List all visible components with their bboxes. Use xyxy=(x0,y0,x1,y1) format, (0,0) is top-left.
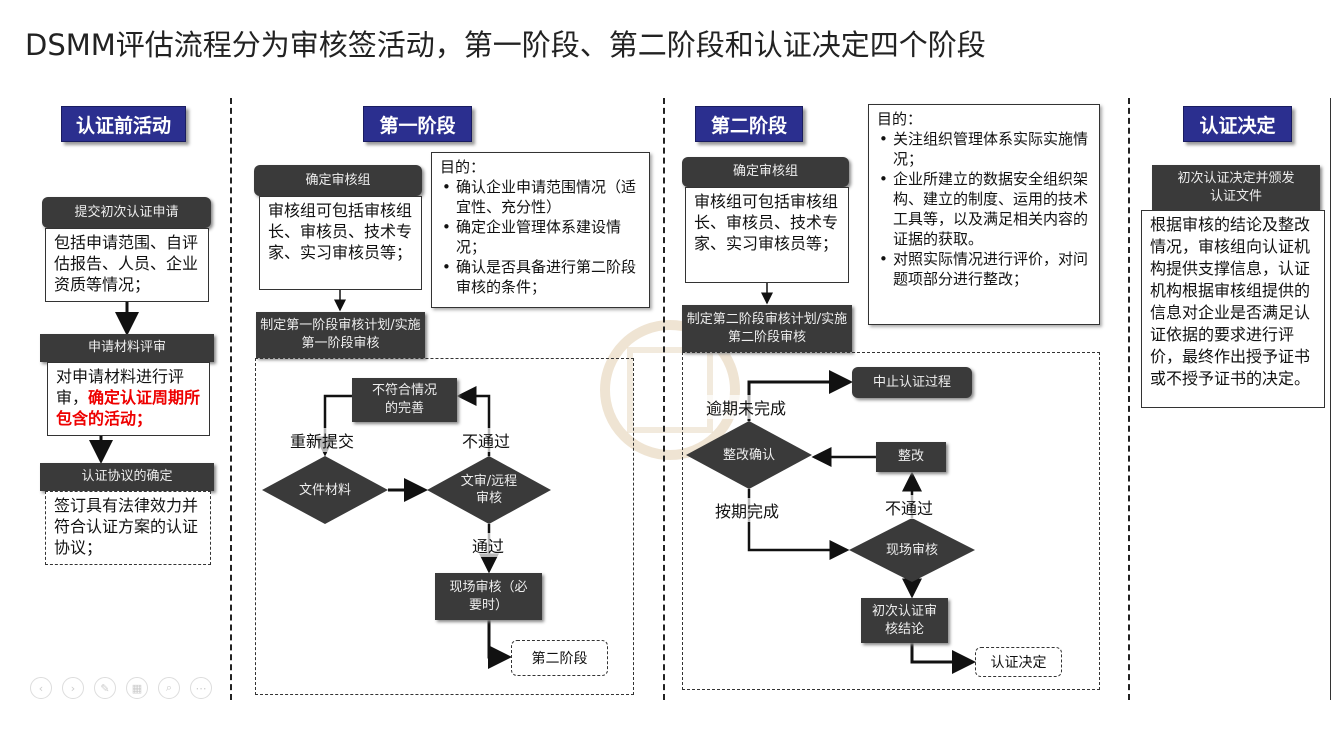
purpose-item: 确定企业管理体系建设情况； xyxy=(440,217,641,257)
more-icon[interactable]: ⋯ xyxy=(190,677,212,699)
stage2-team-body: 审核组可包括审核组长、审核员、技术专家、实习审核员等； xyxy=(685,187,849,283)
step-submit-application-body: 包括申请范围、自评估报告、人员、企业资质等情况； xyxy=(45,228,209,302)
stage2-purpose: 目的： 关注组织管理体系实际实施情况；企业所建立的数据安全组织架构、建立的制度、… xyxy=(868,104,1100,325)
label-ontime: 按期完成 xyxy=(715,498,780,522)
step-agreement: 认证协议的确定 xyxy=(40,463,214,491)
header-stage2: 第二阶段 xyxy=(695,106,803,142)
stage2-flow-container xyxy=(682,352,1100,690)
page-title: DSMM评估流程分为审核签活动，第一阶段、第二阶段和认证决定四个阶段 xyxy=(25,28,986,62)
stage1-plan: 制定第一阶段审核计划/实施第一阶段审核 xyxy=(256,312,425,358)
purpose-item: 确认是否具备进行第二阶段审核的条件； xyxy=(440,257,641,297)
pen-icon[interactable]: ✎ xyxy=(94,677,116,699)
step-material-review-body: 对申请材料进行评审，确定认证周期所包含的活动； xyxy=(47,362,210,436)
step-agreement-body: 签订具有法律效力并符合认证方案的认证协议； xyxy=(45,491,211,565)
divider xyxy=(663,98,665,700)
purpose-title: 目的： xyxy=(877,110,923,128)
prev-slide-icon[interactable]: ‹ xyxy=(30,677,52,699)
purpose-item: 对照实际情况进行评价，对问题项部分进行整改； xyxy=(877,249,1091,289)
decision-title: 初次认证决定并颁发认证文件 xyxy=(1152,165,1320,210)
decision-body: 根据审核的结论及整改情况，审核组向认证机构提供支撑信息，认证机构根据审核组提供的… xyxy=(1141,210,1325,408)
purpose-title: 目的： xyxy=(440,158,486,176)
purpose-item: 关注组织管理体系实际实施情况； xyxy=(877,129,1091,169)
review-label: 文审/远程审核 xyxy=(460,474,518,506)
label-fail: 不通过 xyxy=(885,495,934,519)
onsite-label: 现场审核 xyxy=(885,542,938,558)
header-decision: 认证决定 xyxy=(1183,106,1292,142)
label-pass: 通过 xyxy=(472,533,505,557)
step-material-review: 申请材料评审 xyxy=(40,334,214,362)
label-overdue: 逾期未完成 xyxy=(706,395,787,419)
review-highlight: 确定认证周期所包含的活动； xyxy=(56,388,201,428)
divider xyxy=(1330,98,1331,700)
label-fail: 不通过 xyxy=(462,428,511,452)
purpose-item: 确认企业申请范围情况（适宜性、充分性） xyxy=(440,177,641,217)
stage2-plan: 制定第二阶段审核计划/实施第二阶段审核 xyxy=(682,305,852,352)
stage2-suspend: 中止认证过程 xyxy=(852,367,972,398)
stage1-flow-container xyxy=(255,358,634,695)
label-resubmit: 重新提交 xyxy=(290,428,355,452)
stage1-team-title: 确定审核组 xyxy=(254,165,422,196)
stage1-onsite: 现场审核（必要时） xyxy=(435,573,542,620)
stage2-next: 认证决定 xyxy=(975,647,1062,677)
next-slide-icon[interactable]: › xyxy=(62,677,84,699)
watermark-seal-icon xyxy=(600,320,740,460)
docs-label: 文件材料 xyxy=(298,482,351,498)
header-stage1: 第一阶段 xyxy=(363,106,472,142)
stage1-docs-diamond: 文件材料 xyxy=(262,456,388,524)
header-pre-certification: 认证前活动 xyxy=(61,106,186,142)
stage1-nonconformity: 不符合情况的完善 xyxy=(352,378,457,422)
step-submit-application: 提交初次认证申请 xyxy=(42,197,211,228)
grid-icon[interactable]: ▦ xyxy=(126,677,148,699)
divider xyxy=(1128,98,1130,700)
stage2-confirm-diamond: 整改确认 xyxy=(686,421,812,489)
stage1-review-diamond: 文审/远程审核 xyxy=(427,456,551,524)
purpose-item: 企业所建立的数据安全组织架构、建立的制度、运用的技术工具等，以及满足相关内容的证… xyxy=(877,169,1091,249)
stage1-purpose: 目的： 确认企业申请范围情况（适宜性、充分性）确定企业管理体系建设情况；确认是否… xyxy=(431,152,650,308)
stage1-next: 第二阶段 xyxy=(511,640,608,676)
stage2-onsite-diamond: 现场审核 xyxy=(849,518,975,582)
review-text: 对申请材料进行评审， xyxy=(56,367,185,407)
stage2-rectify: 整改 xyxy=(876,442,946,472)
stage1-team-body: 审核组可包括审核组长、审核员、技术专家、实习审核员等； xyxy=(259,196,422,290)
stage2-team-title: 确定审核组 xyxy=(682,157,849,187)
zoom-icon[interactable]: ⌕ xyxy=(158,677,180,699)
stage2-conclusion: 初次认证审核结论 xyxy=(861,598,948,643)
divider xyxy=(230,98,232,700)
confirm-label: 整改确认 xyxy=(722,447,775,463)
